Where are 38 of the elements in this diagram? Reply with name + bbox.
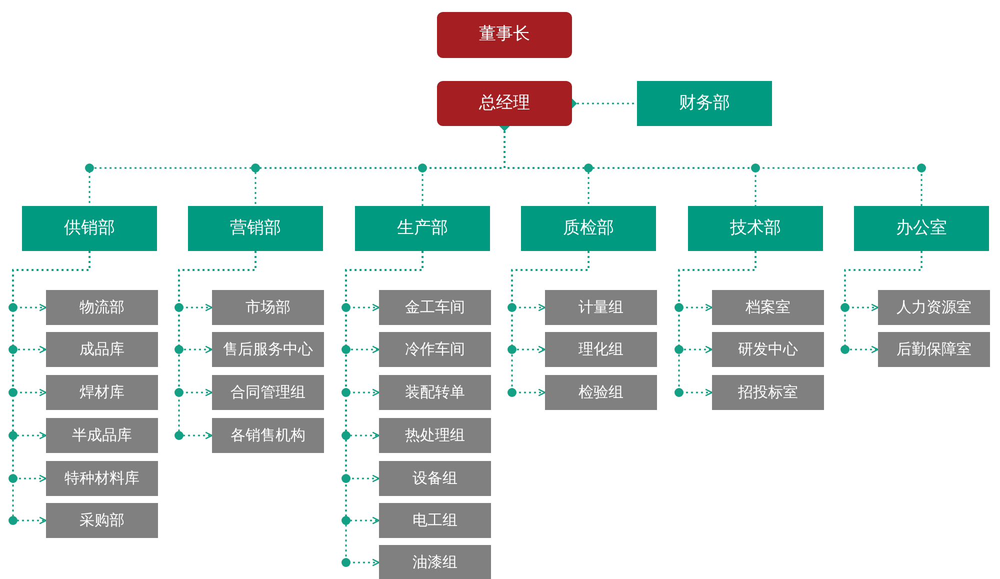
department-box: 财务部	[637, 81, 772, 126]
unit-box: 市场部	[212, 290, 324, 325]
unit-box: 检验组	[545, 375, 657, 410]
unit-box: 油漆组	[379, 545, 491, 579]
unit-box: 各销售机构	[212, 418, 324, 453]
connector-line	[678, 251, 756, 396]
department-box: 生产部	[355, 206, 490, 251]
department-box: 总经理	[437, 81, 572, 126]
unit-box: 物流部	[46, 290, 158, 325]
department-box: 技术部	[688, 206, 823, 251]
connector-line	[844, 251, 922, 354]
department-box: 董事长	[437, 12, 572, 58]
department-box: 供销部	[22, 206, 157, 251]
unit-box: 采购部	[46, 503, 158, 538]
unit-box: 装配转单	[379, 375, 491, 410]
department-box: 营销部	[188, 206, 323, 251]
connector-line	[178, 251, 256, 440]
department-box: 办公室	[854, 206, 989, 251]
department-box: 质检部	[521, 206, 656, 251]
unit-box: 金工车间	[379, 290, 491, 325]
unit-box: 人力资源室	[878, 290, 990, 325]
unit-box: 合同管理组	[212, 375, 324, 410]
connector-line	[511, 251, 590, 396]
unit-box: 半成品库	[46, 418, 158, 453]
unit-box: 特种材料库	[46, 461, 158, 496]
unit-box: 计量组	[545, 290, 657, 325]
unit-box: 设备组	[379, 461, 491, 496]
unit-box: 研发中心	[712, 332, 824, 367]
unit-box: 后勤保障室	[878, 332, 990, 367]
unit-box: 热处理组	[379, 418, 491, 453]
unit-box: 理化组	[545, 332, 657, 367]
unit-box: 档案室	[712, 290, 824, 325]
unit-box: 售后服务中心	[212, 332, 324, 367]
unit-box: 冷作车间	[379, 332, 491, 367]
unit-box: 电工组	[379, 503, 491, 538]
unit-box: 焊材库	[46, 375, 158, 410]
unit-box: 招投标室	[712, 375, 824, 410]
unit-box: 成品库	[46, 332, 158, 367]
